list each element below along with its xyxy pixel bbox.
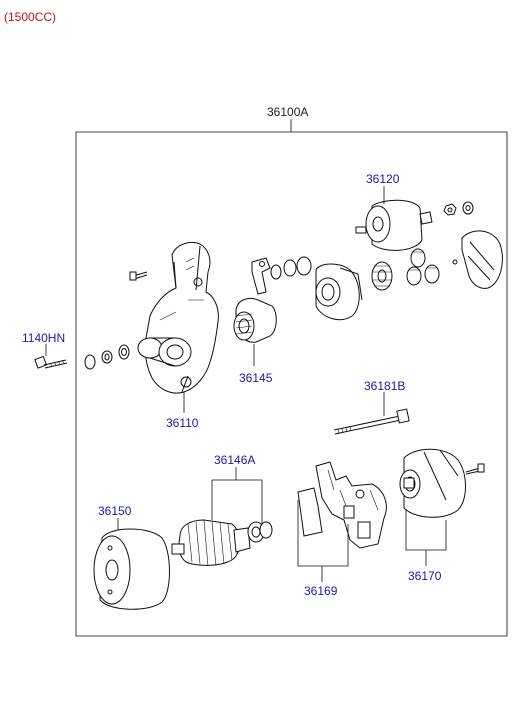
part-label-36169[interactable]: 36169 xyxy=(304,584,338,598)
part-label-36146a[interactable]: 36146A xyxy=(214,453,256,467)
drive-lever xyxy=(233,257,277,343)
part-label-1140hn[interactable]: 1140HN xyxy=(22,331,66,345)
planetary-gears xyxy=(371,248,440,291)
part-label-36120[interactable]: 36120 xyxy=(366,172,400,186)
end-frame-36170 xyxy=(399,448,485,518)
solenoid-36120 xyxy=(355,199,433,251)
assembly-frame xyxy=(75,131,508,637)
through-bolt-36181b xyxy=(333,408,410,435)
boot-cover xyxy=(461,230,503,289)
armature-36146a xyxy=(171,519,273,567)
gear-rings xyxy=(270,256,363,321)
screw-top xyxy=(129,271,148,281)
bolt-1140hn xyxy=(34,344,68,369)
brush-holder-36169 xyxy=(297,461,387,549)
leader-36170 xyxy=(405,510,447,566)
part-label-36170[interactable]: 36170 xyxy=(408,569,442,583)
assembly-label: 36100A xyxy=(267,105,309,119)
part-label-36150[interactable]: 36150 xyxy=(98,504,132,518)
leader-36146a xyxy=(211,467,263,524)
front-housing-36110 xyxy=(137,241,219,394)
terminal-nuts xyxy=(443,201,474,265)
part-label-36181b[interactable]: 36181B xyxy=(364,379,406,393)
part-label-36145[interactable]: 36145 xyxy=(239,371,273,385)
engine-variant-label: (1500CC) xyxy=(4,10,57,24)
yoke-36150 xyxy=(93,528,170,610)
leader-36169 xyxy=(297,500,349,582)
part-label-36110[interactable]: 36110 xyxy=(166,416,199,430)
washer-set xyxy=(84,344,130,370)
